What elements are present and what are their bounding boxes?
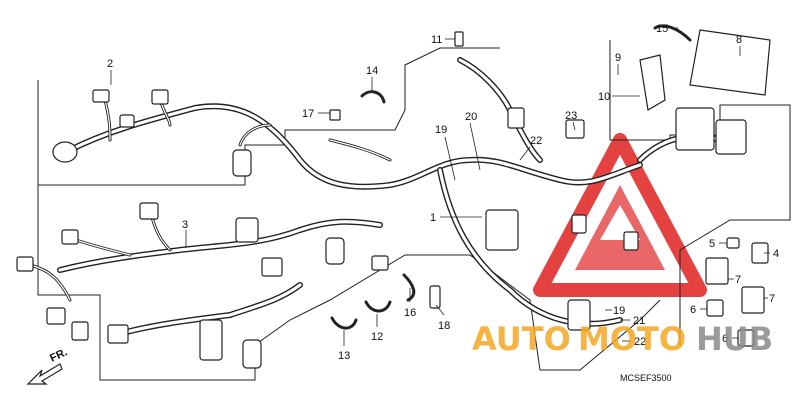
- part-label-18: 18: [438, 320, 450, 332]
- connector-1e: [675, 107, 715, 151]
- relay-3b: [325, 237, 345, 265]
- ecu-unit: [689, 29, 771, 96]
- connector-1a: [485, 209, 519, 251]
- part-label-17: 17: [302, 108, 314, 120]
- outline-harness-1: [469, 254, 661, 371]
- connector-2c: [119, 114, 135, 128]
- part-label-14: 14: [366, 65, 378, 77]
- connector-3d: [235, 217, 259, 243]
- relay-7b: [741, 286, 765, 314]
- connector-3f: [46, 307, 66, 325]
- part-label-2: 2: [107, 58, 113, 70]
- direction-label: FR.: [48, 346, 69, 364]
- connector-3e: [261, 257, 283, 277]
- connector-3c: [139, 202, 159, 220]
- connector-2b: [151, 89, 169, 105]
- part-label-9: 9: [615, 52, 621, 64]
- part-label-19b: 19: [613, 305, 625, 317]
- part-label-15: 15: [656, 23, 668, 35]
- connector-3a: [16, 256, 34, 272]
- grommet-5: [726, 237, 740, 249]
- bolt-11: [454, 31, 464, 47]
- part-label-8: 8: [736, 34, 742, 46]
- connector-3i: [199, 319, 223, 361]
- connector-2-round: [52, 141, 78, 163]
- outline-right-group: [609, 40, 791, 345]
- watermark-text: AUTO MOTO HUB: [472, 320, 773, 358]
- outline-harness-2: [37, 47, 500, 186]
- part-labels: 2 3 1 4 5 6 6 7 7 8 9 10 11 12 13 14 15 …: [107, 23, 779, 362]
- part-label-13: 13: [338, 350, 350, 362]
- part-label-22a: 22: [530, 135, 542, 147]
- connector-3g: [71, 321, 89, 341]
- part-label-11: 11: [431, 34, 442, 46]
- watermark-triangle: [533, 133, 707, 297]
- ecu-bracket: [639, 54, 666, 111]
- watermark-moto: MOTO: [578, 320, 686, 358]
- harness-2: [52, 89, 643, 190]
- relay-6a: [706, 299, 724, 317]
- harness-1: [437, 57, 747, 331]
- leader-lines: [110, 27, 770, 346]
- part-label-22b: 22: [634, 336, 646, 348]
- connector-2a: [92, 89, 110, 103]
- relay-2: [232, 149, 252, 177]
- bolt-18: [429, 285, 441, 309]
- part-label-7b: 7: [769, 293, 775, 305]
- front-direction-arrow: FR.: [26, 346, 69, 385]
- part-label-7a: 7: [735, 274, 741, 286]
- relay-7a: [705, 257, 729, 285]
- small-parts: [329, 24, 771, 347]
- diagram-code: MCSEF3500: [620, 373, 672, 383]
- part-label-16: 16: [404, 307, 416, 319]
- clamp-14: [360, 90, 386, 104]
- harness-3: [16, 202, 389, 369]
- part-label-23: 23: [565, 110, 577, 122]
- arrow-icon: [26, 363, 63, 385]
- watermark-auto: AUTO: [472, 320, 571, 358]
- connector-3b: [61, 229, 79, 245]
- part-label-6b: 6: [722, 333, 728, 345]
- part-label-21: 21: [633, 315, 645, 327]
- part-label-4: 4: [773, 248, 779, 260]
- part-label-10: 10: [598, 91, 610, 103]
- part-label-3: 3: [182, 219, 188, 231]
- connector-1h: [571, 214, 587, 234]
- part-label-19a: 19: [435, 124, 447, 136]
- part-label-20: 20: [465, 111, 477, 123]
- connector-1f: [715, 119, 747, 155]
- part-label-6a: 6: [690, 304, 696, 316]
- part-label-1: 1: [430, 212, 436, 224]
- relay-3: [242, 339, 262, 369]
- clamp-16: [402, 273, 416, 302]
- connector-1g: [623, 231, 639, 251]
- part-label-5: 5: [709, 238, 715, 250]
- clamp-13: [330, 316, 358, 330]
- watermark-hub: HUB: [696, 320, 773, 358]
- part-label-12: 12: [371, 331, 383, 343]
- connector-1d: [567, 299, 591, 331]
- bolt-17: [329, 109, 341, 121]
- connector-1b: [507, 107, 525, 129]
- connector-3h: [107, 324, 129, 344]
- connector-3j: [371, 255, 389, 271]
- clamp-12: [364, 300, 392, 313]
